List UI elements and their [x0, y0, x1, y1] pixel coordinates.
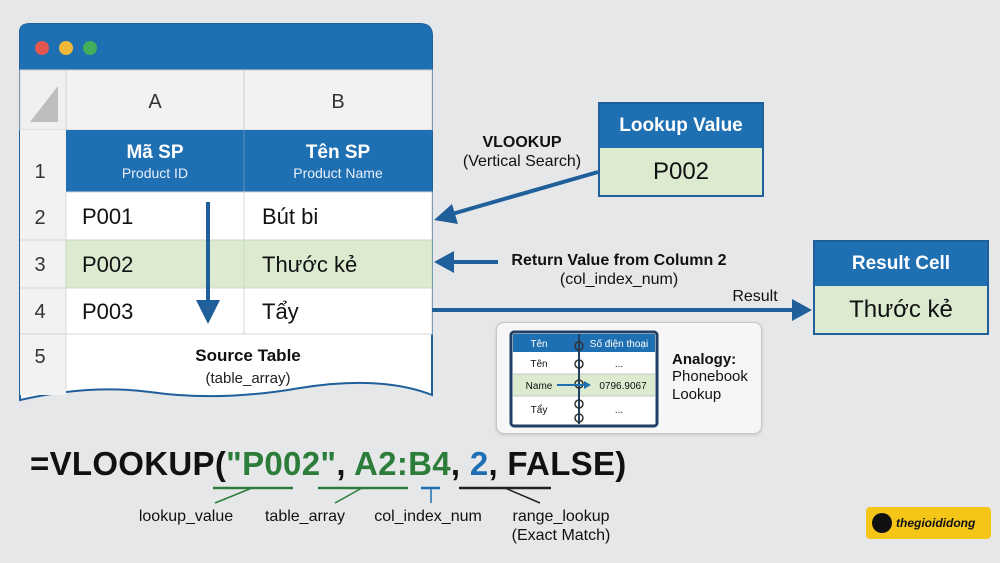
formula-prefix: =VLOOKUP( — [30, 445, 227, 482]
formula-arg2: A2:B4 — [354, 445, 451, 482]
lookup-value-title: Lookup Value — [600, 104, 762, 148]
lookup-arrow — [451, 170, 599, 216]
analogy-line3: Lookup — [672, 385, 722, 403]
logo-text: thegioididong — [896, 516, 976, 530]
cell-b1-sub: Product Name — [293, 165, 383, 181]
phonebook-row2-phone: 0796.9067 — [599, 381, 647, 392]
row-num-3[interactable]: 3 — [34, 254, 45, 276]
row-num-5[interactable]: 5 — [34, 346, 45, 368]
col-header-a[interactable] — [65, 69, 245, 131]
logo-icon — [872, 513, 892, 533]
arg-col-index-num: col_index_num — [374, 508, 482, 525]
vertical-search-label: (Vertical Search) — [462, 153, 582, 171]
phonebook-col2: Số điện thoại — [590, 338, 648, 350]
col-label-b: B — [331, 91, 344, 113]
cell-b1[interactable] — [244, 130, 432, 192]
ring-icon — [574, 413, 584, 423]
cell-a1-title: Mã SP — [126, 142, 183, 163]
formula-arg3: 2 — [469, 445, 489, 482]
vlookup-title: VLOOKUP — [482, 134, 562, 151]
result-label: Result — [732, 288, 778, 305]
ring-icon — [574, 359, 584, 369]
arg-range-lookup: range_lookup (Exact Match) — [500, 507, 622, 545]
cell-a4-text: P003 — [82, 299, 133, 324]
cell-a3-text: P002 — [82, 252, 133, 277]
formula-suffix: ) — [615, 445, 627, 482]
row-header-column — [20, 130, 66, 395]
cell-b3-text: Thước kẻ — [262, 252, 357, 277]
col-label-a: A — [148, 91, 162, 113]
analogy-text: Analogy: Phonebook Lookup — [672, 351, 748, 403]
formula-sep2: , — [450, 445, 470, 482]
analogy-line2: Phonebook — [672, 368, 748, 386]
phonebook-row1-phone: ... — [615, 359, 623, 370]
arg-exact-match: (Exact Match) — [511, 527, 611, 545]
return-label: Return Value from Column 2 (col_index_nu… — [502, 251, 736, 289]
close-dot[interactable] — [35, 41, 49, 55]
ring-icon — [574, 399, 584, 409]
result-cell-value[interactable]: Thước kẻ — [849, 296, 953, 323]
cell-a1-sub: Product ID — [122, 165, 188, 181]
formula-sep1: , — [336, 445, 355, 482]
analogy-title: Analogy: — [672, 351, 737, 368]
phonebook-row2-name: Name — [526, 381, 553, 392]
return-arrowhead — [434, 251, 454, 273]
result-cell-box: Result Cell Thước kẻ — [813, 240, 989, 335]
arg-lookup-value: lookup_value — [138, 508, 234, 525]
formula-arg1: "P002" — [226, 445, 337, 482]
result-cell-title: Result Cell — [815, 242, 987, 286]
arg1-leader — [214, 487, 253, 504]
minimize-dot[interactable] — [59, 41, 73, 55]
row-num-4[interactable]: 4 — [34, 301, 45, 323]
title-bar — [20, 24, 432, 70]
row-num-1[interactable]: 1 — [34, 161, 45, 183]
analogy-card: Tên Số điện thoại Tên ... Name 0796.9067… — [496, 322, 762, 434]
cell-b2[interactable] — [243, 191, 433, 241]
arg2-leader — [334, 487, 363, 504]
source-table-title: Source Table — [195, 346, 301, 365]
cell-a3[interactable] — [65, 239, 245, 289]
row-num-2[interactable]: 2 — [34, 207, 45, 229]
vlookup-label: VLOOKUP (Vertical Search) — [452, 133, 592, 171]
cell-a2[interactable] — [65, 191, 245, 241]
cell-b2-text: Bút bi — [262, 204, 318, 229]
cell-a1[interactable] — [66, 130, 244, 192]
col-header-b[interactable] — [243, 69, 433, 131]
formula-arg4: FALSE — [507, 445, 616, 482]
ring-icon — [574, 341, 584, 351]
phonebook-row3-name: Tẩy — [531, 404, 548, 416]
lookup-value[interactable]: P002 — [652, 158, 710, 185]
cell-b3[interactable] — [243, 239, 433, 289]
cell-a2-text: P001 — [82, 204, 133, 229]
arg4-leader — [504, 487, 541, 504]
arg-range-lookup-label: range_lookup — [512, 508, 610, 525]
cell-b4-text: Tẩy — [262, 299, 299, 324]
cell-b1-title: Tên SP — [306, 142, 371, 163]
lookup-arrowhead — [434, 204, 458, 224]
phonebook-row1-name: Tên — [530, 359, 547, 370]
cell-b4[interactable] — [243, 287, 433, 335]
phonebook-arrowhead — [584, 381, 591, 389]
phonebook-col1: Tên — [530, 339, 547, 350]
phonebook-illustration: Tên Số điện thoại Tên ... Name 0796.9067… — [509, 330, 659, 428]
col-index-label: (col_index_num) — [559, 271, 679, 289]
maximize-dot[interactable] — [83, 41, 97, 55]
thegioididong-logo[interactable]: thegioididong — [866, 507, 991, 539]
phonebook-row3-phone: ... — [615, 405, 623, 416]
lookup-value-box: Lookup Value P002 — [598, 102, 764, 197]
result-arrowhead — [792, 299, 812, 321]
phonebook-header — [513, 334, 655, 352]
return-value-title: Return Value from Column 2 — [511, 252, 727, 269]
select-all-triangle[interactable] — [30, 86, 58, 122]
arg-table-array: table_array — [264, 508, 346, 525]
vlookup-formula: =VLOOKUP("P002", A2:B4, 2, FALSE) — [30, 445, 627, 483]
vertical-search-arrowhead — [196, 300, 220, 324]
source-table-sub: (table_array) — [205, 370, 290, 387]
formula-sep3: , — [488, 445, 508, 482]
